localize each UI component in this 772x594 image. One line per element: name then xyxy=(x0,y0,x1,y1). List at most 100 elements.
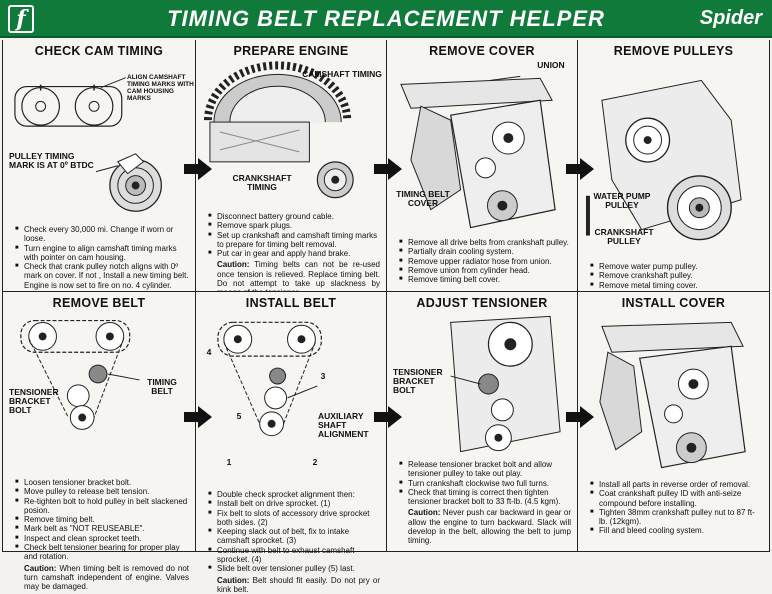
list-item: Continue with belt to exhaust camshaft s… xyxy=(208,546,380,565)
timing-belt-label: TIMING BELT xyxy=(147,377,177,396)
list-item: Install belt on drive sprocket. (1) xyxy=(208,499,380,509)
panel-remove-belt: REMOVE BELT TIMING BELT TENSIONER BRACKE… xyxy=(2,292,196,591)
model-name: Spider xyxy=(699,7,762,29)
water-pump-pulley-label: WATER PUMP PULLEY xyxy=(593,191,651,210)
remove-cover-illustration xyxy=(391,60,573,230)
list-item: Turn engine to align camshaft timing mar… xyxy=(15,244,189,263)
right-arrow-icon xyxy=(374,158,402,180)
list-item: Remove spark plugs. xyxy=(208,221,380,231)
right-arrow-icon xyxy=(374,406,402,428)
list-item: Mark belt as "NOT REUSEABLE". xyxy=(15,524,189,534)
list-item: Check every 30,000 mi. Change if worn or… xyxy=(15,225,189,244)
tensioner-bolt-label: TENSIONER BRACKET BOLT xyxy=(393,367,443,395)
list-item: Remove all drive belts from crankshaft p… xyxy=(399,238,571,248)
right-arrow-icon xyxy=(566,406,594,428)
right-arrow-icon xyxy=(566,158,594,180)
panel-install-cover: INSTALL COVER Install all parts in rever… xyxy=(578,292,770,552)
caution-note: Caution: Never push car backward in gear… xyxy=(399,508,571,545)
list-item: Install all parts in reverse order of re… xyxy=(590,480,763,490)
step-number-1: 1 xyxy=(226,457,232,467)
panel-prepare-engine: PREPARE ENGINE CAMSHAFT TIMING CRANKSHAF… xyxy=(196,40,387,297)
right-arrow-icon xyxy=(184,406,212,428)
list-item: Loosen tensioner bracket bolt. xyxy=(15,478,189,488)
list-item: Check that crank pulley notch aligns wit… xyxy=(15,262,189,290)
list-item: Remove crankshaft pulley. xyxy=(590,271,763,281)
list-item: Fill and bleed cooling system. xyxy=(590,526,763,536)
step-number-2: 2 xyxy=(312,457,318,467)
pulley-timing-label: PULLEY TIMING MARK IS AT 0º BTDC xyxy=(9,151,94,170)
panel-title: REMOVE COVER xyxy=(429,44,535,58)
list-item: Remove upper radiator hose from union. xyxy=(399,257,571,267)
list-item: Release tensioner bracket bolt and allow… xyxy=(399,460,571,479)
panel-remove-pulleys: REMOVE PULLEYS WATER PUMP PULLEY CRAN xyxy=(578,40,770,292)
adjust-tensioner-steps: Release tensioner bracket bolt and allow… xyxy=(399,460,571,546)
panel-title: REMOVE BELT xyxy=(52,296,146,310)
list-item: Remove timing belt. xyxy=(15,515,189,525)
remove-pulleys-steps: Remove water pump pulley. Remove cranksh… xyxy=(590,262,763,290)
prepare-engine-illustration xyxy=(200,60,382,210)
list-item: Double check sprocket alignment then: xyxy=(208,490,380,500)
check-cam-steps: Check every 30,000 mi. Change if worn or… xyxy=(15,225,189,290)
panel-check-cam-timing: CHECK CAM TIMING ALI xyxy=(2,40,196,292)
list-item: Tighten 38mm crankshaft pulley nut to 87… xyxy=(590,508,763,527)
caution-label: Caution: xyxy=(217,575,250,585)
install-belt-illustration xyxy=(200,314,382,444)
list-item: Put car in gear and apply hand brake. xyxy=(208,249,380,259)
panel-title: INSTALL BELT xyxy=(245,296,337,310)
remove-belt-illustration xyxy=(7,314,191,432)
header-bar: f TIMING BELT REPLACEMENT HELPER Spider xyxy=(0,0,772,38)
list-item: Partially drain cooling system. xyxy=(399,247,571,257)
timing-belt-cover-label: TIMING BELT COVER xyxy=(396,189,450,208)
crankshaft-timing-label: CRANKSHAFT TIMING xyxy=(232,173,292,192)
list-item: Remove metal timing cover. xyxy=(590,281,763,291)
step-number-4: 4 xyxy=(206,347,212,357)
caution-label: Caution: xyxy=(24,563,57,573)
caution-note: Caution: When timing belt is removed do … xyxy=(15,564,189,592)
right-arrow-icon xyxy=(184,158,212,180)
union-label: UNION xyxy=(537,60,565,70)
panel-install-belt: INSTALL BELT 4 3 5 1 2 AUXILIARY SHAFT A… xyxy=(196,292,387,594)
cam-timing-illustration xyxy=(7,62,191,217)
prepare-engine-steps: Disconnect battery ground cable. Remove … xyxy=(208,212,380,298)
remove-cover-steps: Remove all drive belts from crankshaft p… xyxy=(399,238,571,285)
install-cover-steps: Install all parts in reverse order of re… xyxy=(590,480,763,536)
list-item: Check belt tensioner bearing for proper … xyxy=(15,543,189,562)
list-item: Move pulley to release belt tension. xyxy=(15,487,189,497)
install-belt-steps: Double check sprocket alignment then: In… xyxy=(208,490,380,594)
caution-label: Caution: xyxy=(217,260,250,270)
list-item: Remove union from cylinder head. xyxy=(399,266,571,276)
install-cover-illustration xyxy=(582,312,765,472)
caution-text: Never push car backward in gear or allow… xyxy=(408,508,571,546)
panel-remove-cover: REMOVE COVER UNION TIMING BELT COVER Rem… xyxy=(387,40,578,292)
panel-title: PREPARE ENGINE xyxy=(233,44,349,58)
list-item: Remove water pump pulley. xyxy=(590,262,763,272)
panel-title: INSTALL COVER xyxy=(621,296,726,310)
list-item: Set up crankshaft and camshaft timing ma… xyxy=(208,231,380,250)
adjust-tensioner-illustration xyxy=(391,312,573,457)
aux-shaft-alignment-label: AUXILIARY SHAFT ALIGNMENT xyxy=(318,411,369,439)
page-title: TIMING BELT REPLACEMENT HELPER xyxy=(167,6,605,31)
list-item: Turn crankshaft clockwise two full turns… xyxy=(399,479,571,489)
camshaft-timing-label: CAMSHAFT TIMING xyxy=(302,69,382,79)
list-item: Keeping slack out of belt, fix to intake… xyxy=(208,527,380,546)
step-number-3: 3 xyxy=(320,371,326,381)
list-item: Re-tighten bolt to hold pulley in belt s… xyxy=(15,497,189,516)
panel-adjust-tensioner: ADJUST TENSIONER TENSIONER BRACKET BOLT … xyxy=(387,292,578,552)
panel-title: ADJUST TENSIONER xyxy=(416,296,548,310)
remove-pulleys-illustration xyxy=(582,60,765,250)
list-item: Remove timing belt cover. xyxy=(399,275,571,285)
caution-note: Caution: Belt should fit easily. Do not … xyxy=(208,576,380,594)
panel-title: CHECK CAM TIMING xyxy=(34,44,164,58)
list-item: Disconnect battery ground cable. xyxy=(208,212,380,222)
brand-logo: f xyxy=(8,5,34,33)
tensioner-bolt-label: TENSIONER BRACKET BOLT xyxy=(9,387,59,415)
remove-belt-steps: Loosen tensioner bracket bolt. Move pull… xyxy=(15,478,189,592)
step-number-5: 5 xyxy=(236,411,242,421)
caution-label: Caution: xyxy=(408,508,441,518)
align-marks-label: ALIGN CAMSHAFT TIMING MARKS WITH CAM HOU… xyxy=(127,74,194,102)
crankshaft-pulley-label: CRANKSHAFT PULLEY xyxy=(594,227,654,246)
steps-grid: CHECK CAM TIMING ALI xyxy=(2,40,770,594)
list-item: Check that timing is correct then tighte… xyxy=(399,488,571,507)
list-item: Fix belt to slots of accessory drive spr… xyxy=(208,509,380,528)
list-item: Inspect and clean sprocket teeth. xyxy=(15,534,189,544)
